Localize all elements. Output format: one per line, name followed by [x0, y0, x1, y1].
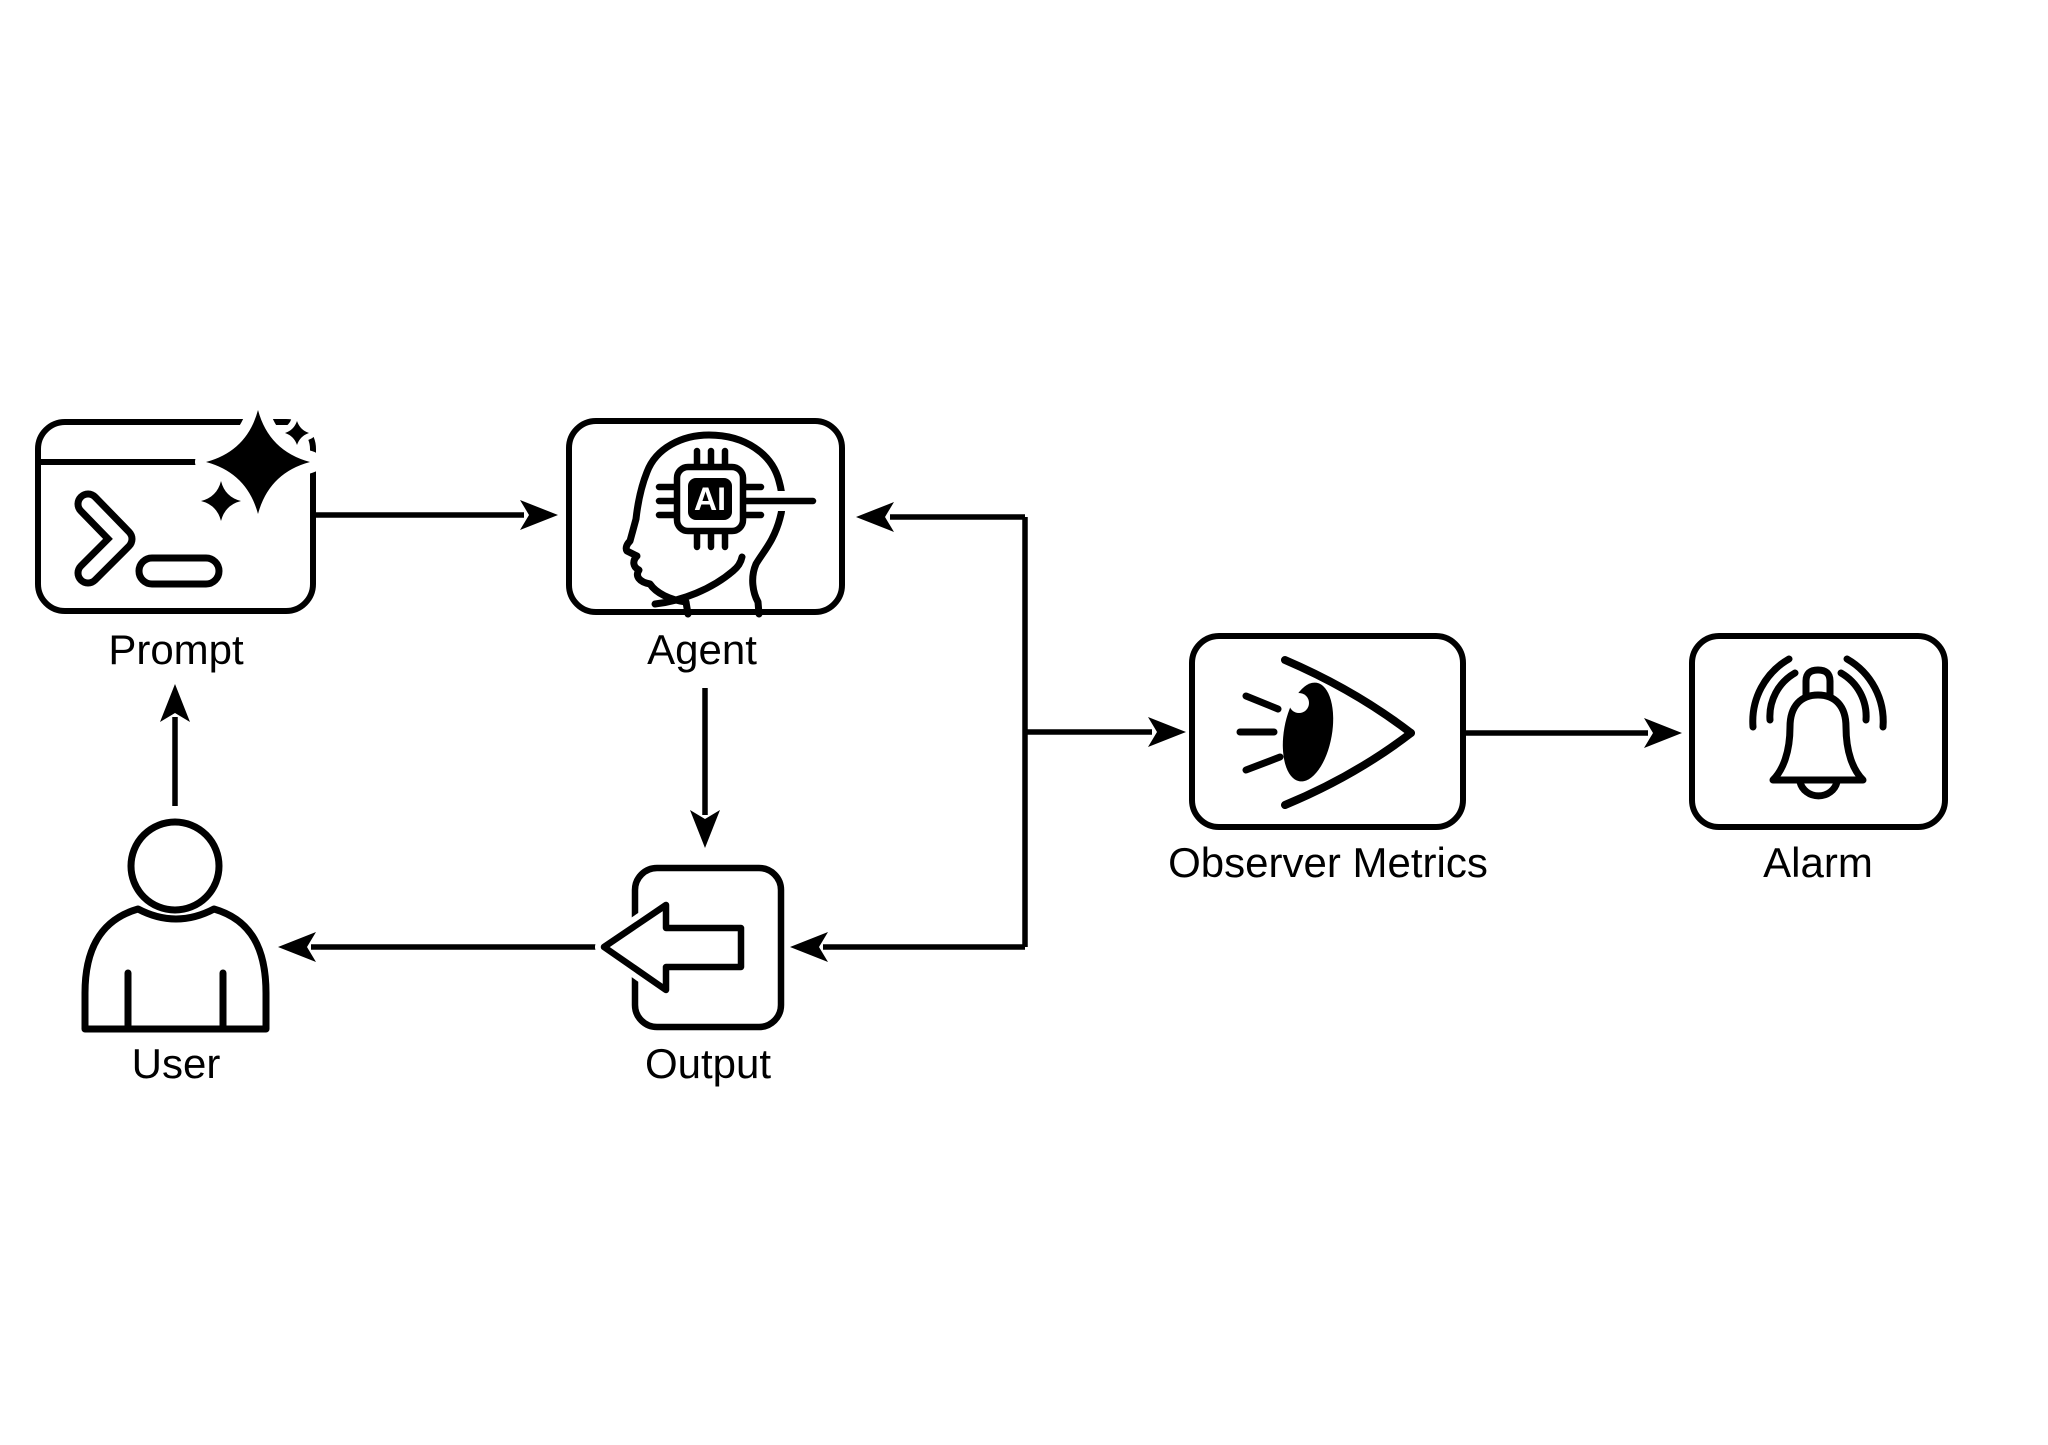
person-torso	[81, 905, 270, 1033]
arrowhead	[520, 500, 558, 530]
edge-junction-agent	[856, 502, 1025, 532]
edge-junction-output	[790, 932, 1025, 962]
output-label: Output	[645, 1040, 771, 1087]
chip-pins-left	[655, 483, 679, 519]
prompt-label: Prompt	[108, 626, 244, 673]
edges	[160, 500, 1682, 962]
eye-icon	[1236, 656, 1415, 809]
arrowhead	[278, 932, 316, 962]
node-user: User	[81, 818, 270, 1087]
person-arm-lines	[124, 969, 227, 1033]
terminal-window-frame	[35, 419, 316, 614]
alarm-label: Alarm	[1763, 839, 1873, 886]
bell-handle	[1802, 666, 1834, 705]
edge-output-user	[278, 932, 606, 962]
bell-wave-right-outer	[1843, 655, 1887, 731]
head-jaw-line	[651, 553, 746, 608]
head-outline	[622, 431, 786, 618]
chip-pins-right	[741, 483, 817, 519]
eye-lash-rays	[1236, 692, 1284, 774]
sparkle-small	[279, 415, 315, 451]
node-agent: AI Agent	[566, 418, 845, 673]
sparkles-icon	[194, 399, 321, 528]
arrowhead	[1644, 718, 1682, 748]
bell-clapper	[1796, 778, 1841, 800]
arrowhead	[690, 810, 720, 848]
person-icon	[81, 818, 270, 1033]
export-arrow-icon	[595, 864, 785, 1031]
agent-box	[566, 418, 845, 615]
edge-user-prompt	[160, 684, 190, 806]
observer-box	[1189, 633, 1466, 830]
node-prompt: Prompt	[35, 399, 321, 673]
chip-label: AI	[694, 481, 726, 517]
node-observer: Observer Metrics	[1168, 633, 1488, 886]
output-arrow	[600, 901, 745, 994]
person-head	[127, 818, 223, 914]
arrowhead	[856, 502, 894, 532]
eye-highlight	[1289, 693, 1309, 713]
edge-agent-output	[690, 688, 720, 848]
bell-body	[1769, 691, 1867, 784]
edge-observer-alarm	[1463, 718, 1682, 748]
arrowhead	[1148, 717, 1186, 747]
agent-label: Agent	[647, 626, 757, 673]
node-output: Output	[595, 864, 785, 1087]
observer-label: Observer Metrics	[1168, 839, 1488, 886]
sparkle-medium	[194, 474, 248, 528]
terminal-chevron-inner	[81, 497, 129, 580]
arrowhead	[160, 684, 190, 722]
chip-pins	[655, 447, 817, 551]
terminal-underscore	[135, 554, 223, 588]
bell-icon	[1749, 655, 1887, 800]
arrowhead	[790, 932, 828, 962]
bell-wave-left-inner	[1766, 669, 1799, 724]
bell-wave-left-outer	[1749, 655, 1793, 731]
eye-pupil	[1282, 682, 1334, 782]
edge-prompt-agent	[313, 500, 558, 530]
edge-junction-observer	[1025, 717, 1186, 747]
bell-wave-right-inner	[1837, 669, 1870, 724]
eye-upper-lid	[1281, 656, 1415, 737]
user-label: User	[132, 1040, 221, 1087]
sparkle-large	[195, 399, 321, 525]
eye-lower-lid	[1281, 729, 1415, 809]
node-alarm: Alarm	[1689, 633, 1948, 886]
ai-head-chip-icon: AI	[622, 431, 823, 618]
chip-inner	[688, 478, 732, 520]
alarm-box	[1689, 633, 1948, 830]
